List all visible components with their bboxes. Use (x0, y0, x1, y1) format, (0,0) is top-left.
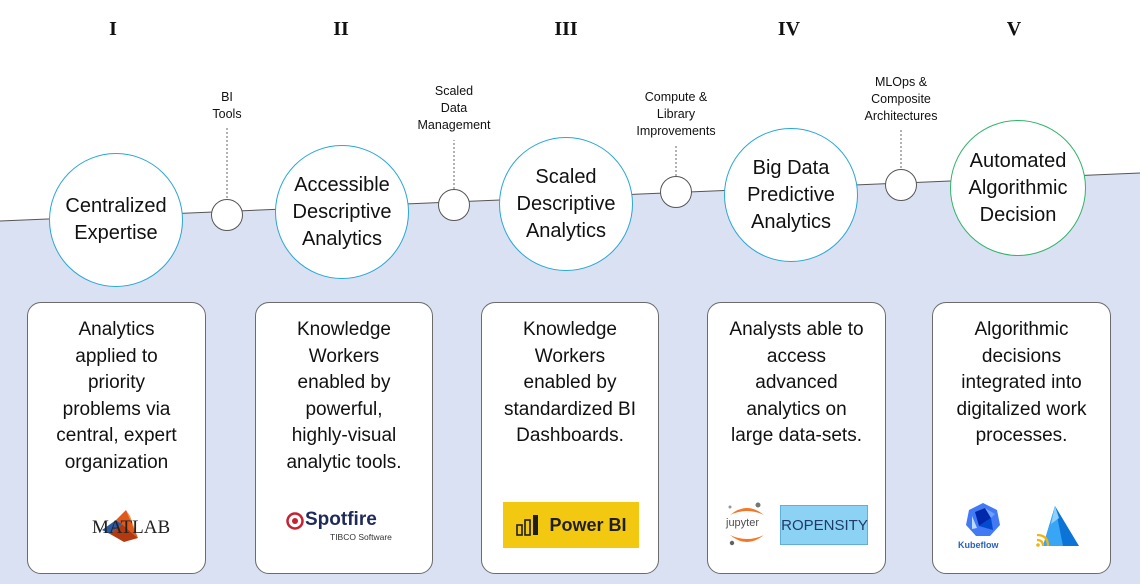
powerbi-bars-icon (516, 515, 539, 536)
mountain-signal-icon (1036, 506, 1079, 547)
transition-label-mlops: MLOps & Composite Architectures (864, 75, 938, 123)
matlab-logo: MATLAB (50, 508, 190, 544)
transition-dot (660, 176, 692, 208)
transition-dot (885, 169, 917, 201)
powerbi-logo: Power BI (503, 502, 639, 548)
propensity-wordmark: ROPENSITY (781, 516, 868, 534)
stage-numeral: V (1006, 18, 1022, 40)
tibco-subtitle: TIBCO Software (330, 532, 392, 542)
transition-label-compute: Compute & Library Improvements (636, 90, 716, 138)
transition-dot (211, 199, 243, 231)
transition-label-scaled-data: Scaled Data Management (417, 84, 491, 132)
jupyter-orbit-icon (728, 502, 764, 546)
powerbi-wordmark: Power BI (549, 514, 627, 535)
stage-numeral: IV (777, 18, 801, 40)
kubeflow-logo: Kubeflow (957, 502, 1009, 552)
jupyter-logo: jupyter (722, 499, 772, 549)
matlab-membrane-icon (102, 510, 138, 542)
transition-label-bi-tools: BI Tools (212, 90, 242, 121)
stage-numeral: II (333, 18, 349, 40)
kubeflow-icon (966, 503, 1000, 536)
jupyter-wordmark: jupyter (726, 517, 760, 529)
matlab-wordmark: MATLAB (92, 517, 171, 538)
mlops-mountain-logo (1033, 504, 1083, 550)
stage-numeral: III (554, 18, 578, 40)
spotfire-logo: Spotfire TIBCO Software (286, 509, 406, 545)
transition-dot (438, 189, 470, 221)
spotfire-target-icon (286, 512, 304, 530)
stage-numeral: I (109, 18, 117, 40)
spotfire-wordmark: Spotfire (305, 509, 377, 530)
propensity-logo: ROPENSITY (780, 505, 868, 545)
kubeflow-wordmark: Kubeflow (958, 540, 999, 550)
